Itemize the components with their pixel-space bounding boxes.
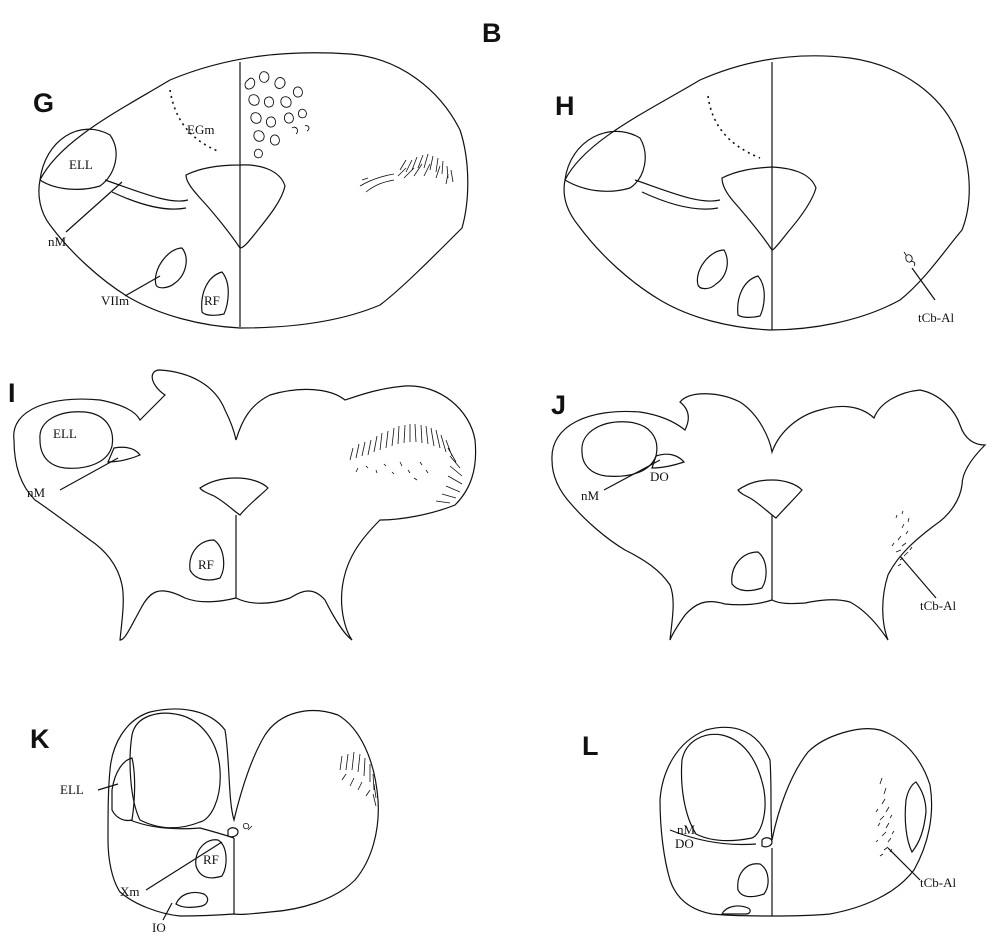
panel-h-section: tCb-Al bbox=[564, 56, 969, 330]
panel-g-labeled-cells bbox=[245, 72, 309, 158]
panel-k-io-nucleus bbox=[176, 892, 208, 907]
panel-g-label-viim: VIIm bbox=[101, 293, 129, 308]
panel-l-io-nucleus bbox=[722, 906, 750, 914]
panel-g-tract-1 bbox=[105, 180, 188, 201]
panel-j-label-nm: nM bbox=[581, 488, 600, 503]
panel-i-label-ell: ELL bbox=[53, 426, 77, 441]
panel-l-label-do: DO bbox=[675, 836, 694, 851]
panel-g-ventricle bbox=[186, 165, 285, 248]
panel-i-nm-strip bbox=[108, 447, 140, 462]
panel-k-terminal-fibers bbox=[243, 752, 376, 830]
panel-j-nucleus bbox=[732, 552, 766, 591]
panel-h-ell-region bbox=[565, 131, 645, 191]
panel-g-label-egm: EGm bbox=[187, 122, 214, 137]
panel-l-leader-tcb bbox=[888, 848, 920, 880]
panel-l-labeled-terminals bbox=[876, 778, 894, 856]
panel-k-small-nucleus bbox=[228, 828, 238, 837]
panel-l-lateral-region bbox=[905, 782, 926, 852]
panel-j-label-do: DO bbox=[650, 469, 669, 484]
panel-l-small-nucleus bbox=[762, 838, 772, 847]
panel-i-terminal-fibers bbox=[350, 424, 462, 503]
panel-j-ventricle bbox=[738, 480, 802, 518]
panel-j-label-tcb: tCb-Al bbox=[920, 598, 957, 613]
panel-g-outline bbox=[39, 53, 468, 328]
panel-g-label-ell: ELL bbox=[69, 157, 93, 172]
panel-k-label-ell: ELL bbox=[60, 782, 84, 797]
panel-g-section: EGm ELL nM VIIm RF bbox=[39, 53, 468, 328]
panel-h-ventricle bbox=[722, 167, 816, 250]
panel-g-label-rf: RF bbox=[204, 293, 220, 308]
panel-g-label-nm: nM bbox=[48, 234, 67, 249]
panel-h-label-tcb: tCb-Al bbox=[918, 310, 955, 325]
panel-g-egm-boundary bbox=[170, 90, 220, 152]
panel-i-ventricle bbox=[200, 478, 268, 515]
panel-k-outline bbox=[108, 709, 378, 916]
panel-g-leader-viim bbox=[125, 276, 160, 296]
panel-k-label-xm: Xm bbox=[120, 884, 140, 899]
panel-k-leader-ell bbox=[98, 784, 118, 790]
panel-l-label-tcb: tCb-Al bbox=[920, 875, 957, 890]
panel-h-labeled-terminals bbox=[904, 252, 915, 266]
panel-i-outline bbox=[14, 370, 476, 640]
panel-l-nucleus bbox=[738, 864, 768, 897]
panel-k-leader-io bbox=[163, 903, 172, 920]
panel-l-outline bbox=[660, 727, 932, 916]
panel-g-viim-nucleus bbox=[155, 248, 186, 288]
panel-h-leader-tcb bbox=[912, 268, 935, 300]
panel-h-boundary bbox=[708, 96, 760, 158]
panel-l-label-nm: nM bbox=[677, 822, 696, 837]
panel-k-label-rf: RF bbox=[203, 852, 219, 867]
panel-h-nucleus-1 bbox=[697, 250, 727, 289]
panel-k-section: ELL Xm RF IO bbox=[60, 709, 378, 935]
panel-l-section: nM DO tCb-Al bbox=[660, 727, 957, 916]
panel-k-label-io: IO bbox=[152, 920, 166, 935]
panel-i-leader-nm bbox=[60, 458, 118, 490]
panel-k-upper-lobe-left bbox=[130, 713, 220, 828]
panel-h-nucleus-2 bbox=[738, 276, 765, 317]
panel-i-section: ELL nM RF bbox=[14, 370, 476, 640]
panel-j-section: nM DO tCb-Al bbox=[552, 390, 985, 640]
panel-g-terminal-fibers bbox=[360, 154, 453, 192]
panel-h-outline bbox=[564, 56, 969, 330]
panel-i-label-rf: RF bbox=[198, 557, 214, 572]
panel-j-leader-tcb bbox=[900, 556, 936, 598]
panel-i-label-nm: nM bbox=[27, 485, 46, 500]
